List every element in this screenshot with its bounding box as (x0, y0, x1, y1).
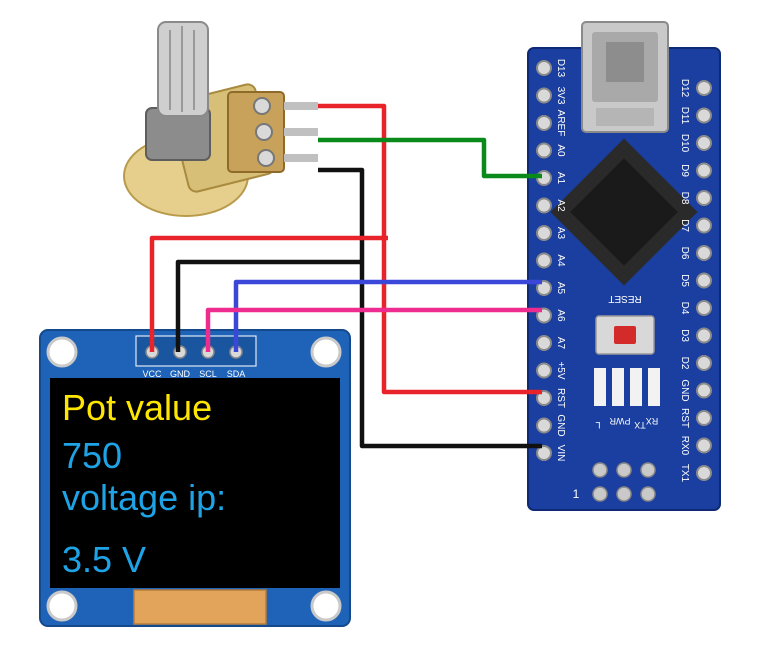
nano-pin-d4 (696, 300, 712, 316)
wire-blue-oled-sda (233, 279, 542, 352)
nano-pin-5v (536, 362, 552, 379)
nano-pin-label: D3 (679, 329, 690, 342)
nano-pin-label: VIN (555, 445, 566, 462)
nano-pin-label: RST (555, 388, 566, 408)
reset-button: RESET (595, 293, 655, 355)
nano-pin-label: A2 (555, 199, 566, 212)
nano-pin-d7 (696, 217, 712, 234)
nano-pin-3v3 (536, 87, 552, 104)
oled-pin-label: VCC (142, 369, 162, 379)
nano-pin-a7 (536, 335, 552, 351)
oled-line-voltage-value: 3.5 V (62, 539, 147, 580)
pot-pin-2 (255, 123, 273, 141)
nano-pin-label: AREF (555, 110, 566, 137)
icsp-header: 1 (573, 462, 656, 502)
nano-pin-a4 (536, 252, 552, 269)
nano-pin-gnd (696, 382, 712, 399)
nano-pin-label: D9 (679, 164, 690, 177)
nano-pin-label: A7 (555, 337, 566, 350)
nano-pin-label: +5V (555, 361, 566, 379)
nano-pin-label: D11 (679, 107, 690, 125)
wire-green-pot-a0 (318, 137, 542, 179)
nano-pin-d8 (696, 190, 712, 206)
nano-pin-d13 (536, 60, 552, 76)
oled-pin-label: SDA (227, 369, 246, 379)
oled-module: VCC GND SCL SDA (39, 329, 351, 627)
oled-line-pot-value: 750 (62, 435, 123, 476)
nano-pin-vin (536, 445, 552, 461)
nano-pin-label: GND (679, 379, 690, 401)
rx-label: RX (646, 416, 659, 426)
nano-pin-label: GND (555, 414, 566, 436)
wire-black-oled-gnd (175, 259, 364, 352)
oled-pin-label: SCL (199, 369, 217, 379)
nano-pin-a0 (536, 142, 552, 159)
l-label: L (595, 420, 600, 430)
nano-pin-label: TX1 (679, 464, 690, 483)
reset-label: RESET (608, 293, 641, 304)
nano-pin-label: A0 (555, 144, 566, 157)
nano-pin-rst (696, 410, 712, 426)
nano-pin-label: A4 (555, 254, 566, 267)
nano-pin-d11 (696, 107, 712, 124)
oled-pin-label: GND (170, 369, 191, 379)
nano-pin-d5 (696, 272, 712, 289)
microcontroller-chip (550, 138, 698, 286)
oled-line-pot-value-label: Pot value (62, 387, 213, 428)
nano-pin-label: A5 (555, 282, 566, 295)
wire-magenta-oled-scl (205, 307, 542, 352)
nano-pin-rx0 (696, 437, 712, 454)
wire-red-pot-5v (318, 103, 542, 395)
pwr-label: PWR (609, 416, 630, 426)
nano-pin-gnd (536, 417, 552, 434)
potentiometer (123, 21, 318, 217)
oled-flex-cable (133, 589, 267, 625)
nano-pin-label: A3 (555, 227, 566, 240)
nano-pin-a2 (536, 197, 552, 214)
nano-pin-a3 (536, 225, 552, 241)
nano-pin-d10 (696, 135, 712, 151)
nano-pin-d6 (696, 245, 712, 261)
nano-pin-label: D4 (679, 302, 690, 315)
nano-pin-label: D5 (679, 274, 690, 287)
nano-pin-tx1 (696, 465, 712, 481)
oled-line-voltage-label: voltage ip: (62, 477, 227, 518)
nano-pin-label: A1 (555, 172, 566, 185)
nano-pin-label: D8 (679, 192, 690, 205)
oled-screen (50, 378, 340, 588)
status-leds: PWR TX RX L (594, 368, 660, 430)
pot-pin-3 (257, 149, 275, 167)
nano-pin-label: D13 (555, 59, 566, 78)
nano-pin-label: D12 (679, 79, 690, 98)
nano-pin-label: D10 (679, 134, 690, 153)
nano-pin-d12 (696, 80, 712, 96)
nano-pin-label: D7 (679, 219, 690, 232)
tx-label: TX (634, 420, 646, 430)
nano-pin-label: RST (679, 408, 690, 428)
nano-pin-rst (536, 390, 552, 406)
nano-pin-label: D6 (679, 247, 690, 260)
nano-pin-d2 (696, 355, 712, 371)
nano-pin-label: D2 (679, 357, 690, 370)
pot-pin-1 (253, 97, 271, 115)
icsp-pin1-label: 1 (573, 487, 580, 501)
nano-pin-a5 (536, 280, 552, 296)
usb-connector (581, 21, 669, 133)
nano-pin-d9 (696, 162, 712, 179)
nano-pin-label: A6 (555, 309, 566, 322)
nano-pin-aref (536, 115, 552, 131)
wires (149, 103, 542, 449)
nano-pin-label: RX0 (679, 436, 690, 456)
nano-pin-d3 (696, 327, 712, 344)
nano-pin-label: 3V3 (555, 87, 566, 105)
wire-red-oled-vcc (149, 235, 388, 352)
